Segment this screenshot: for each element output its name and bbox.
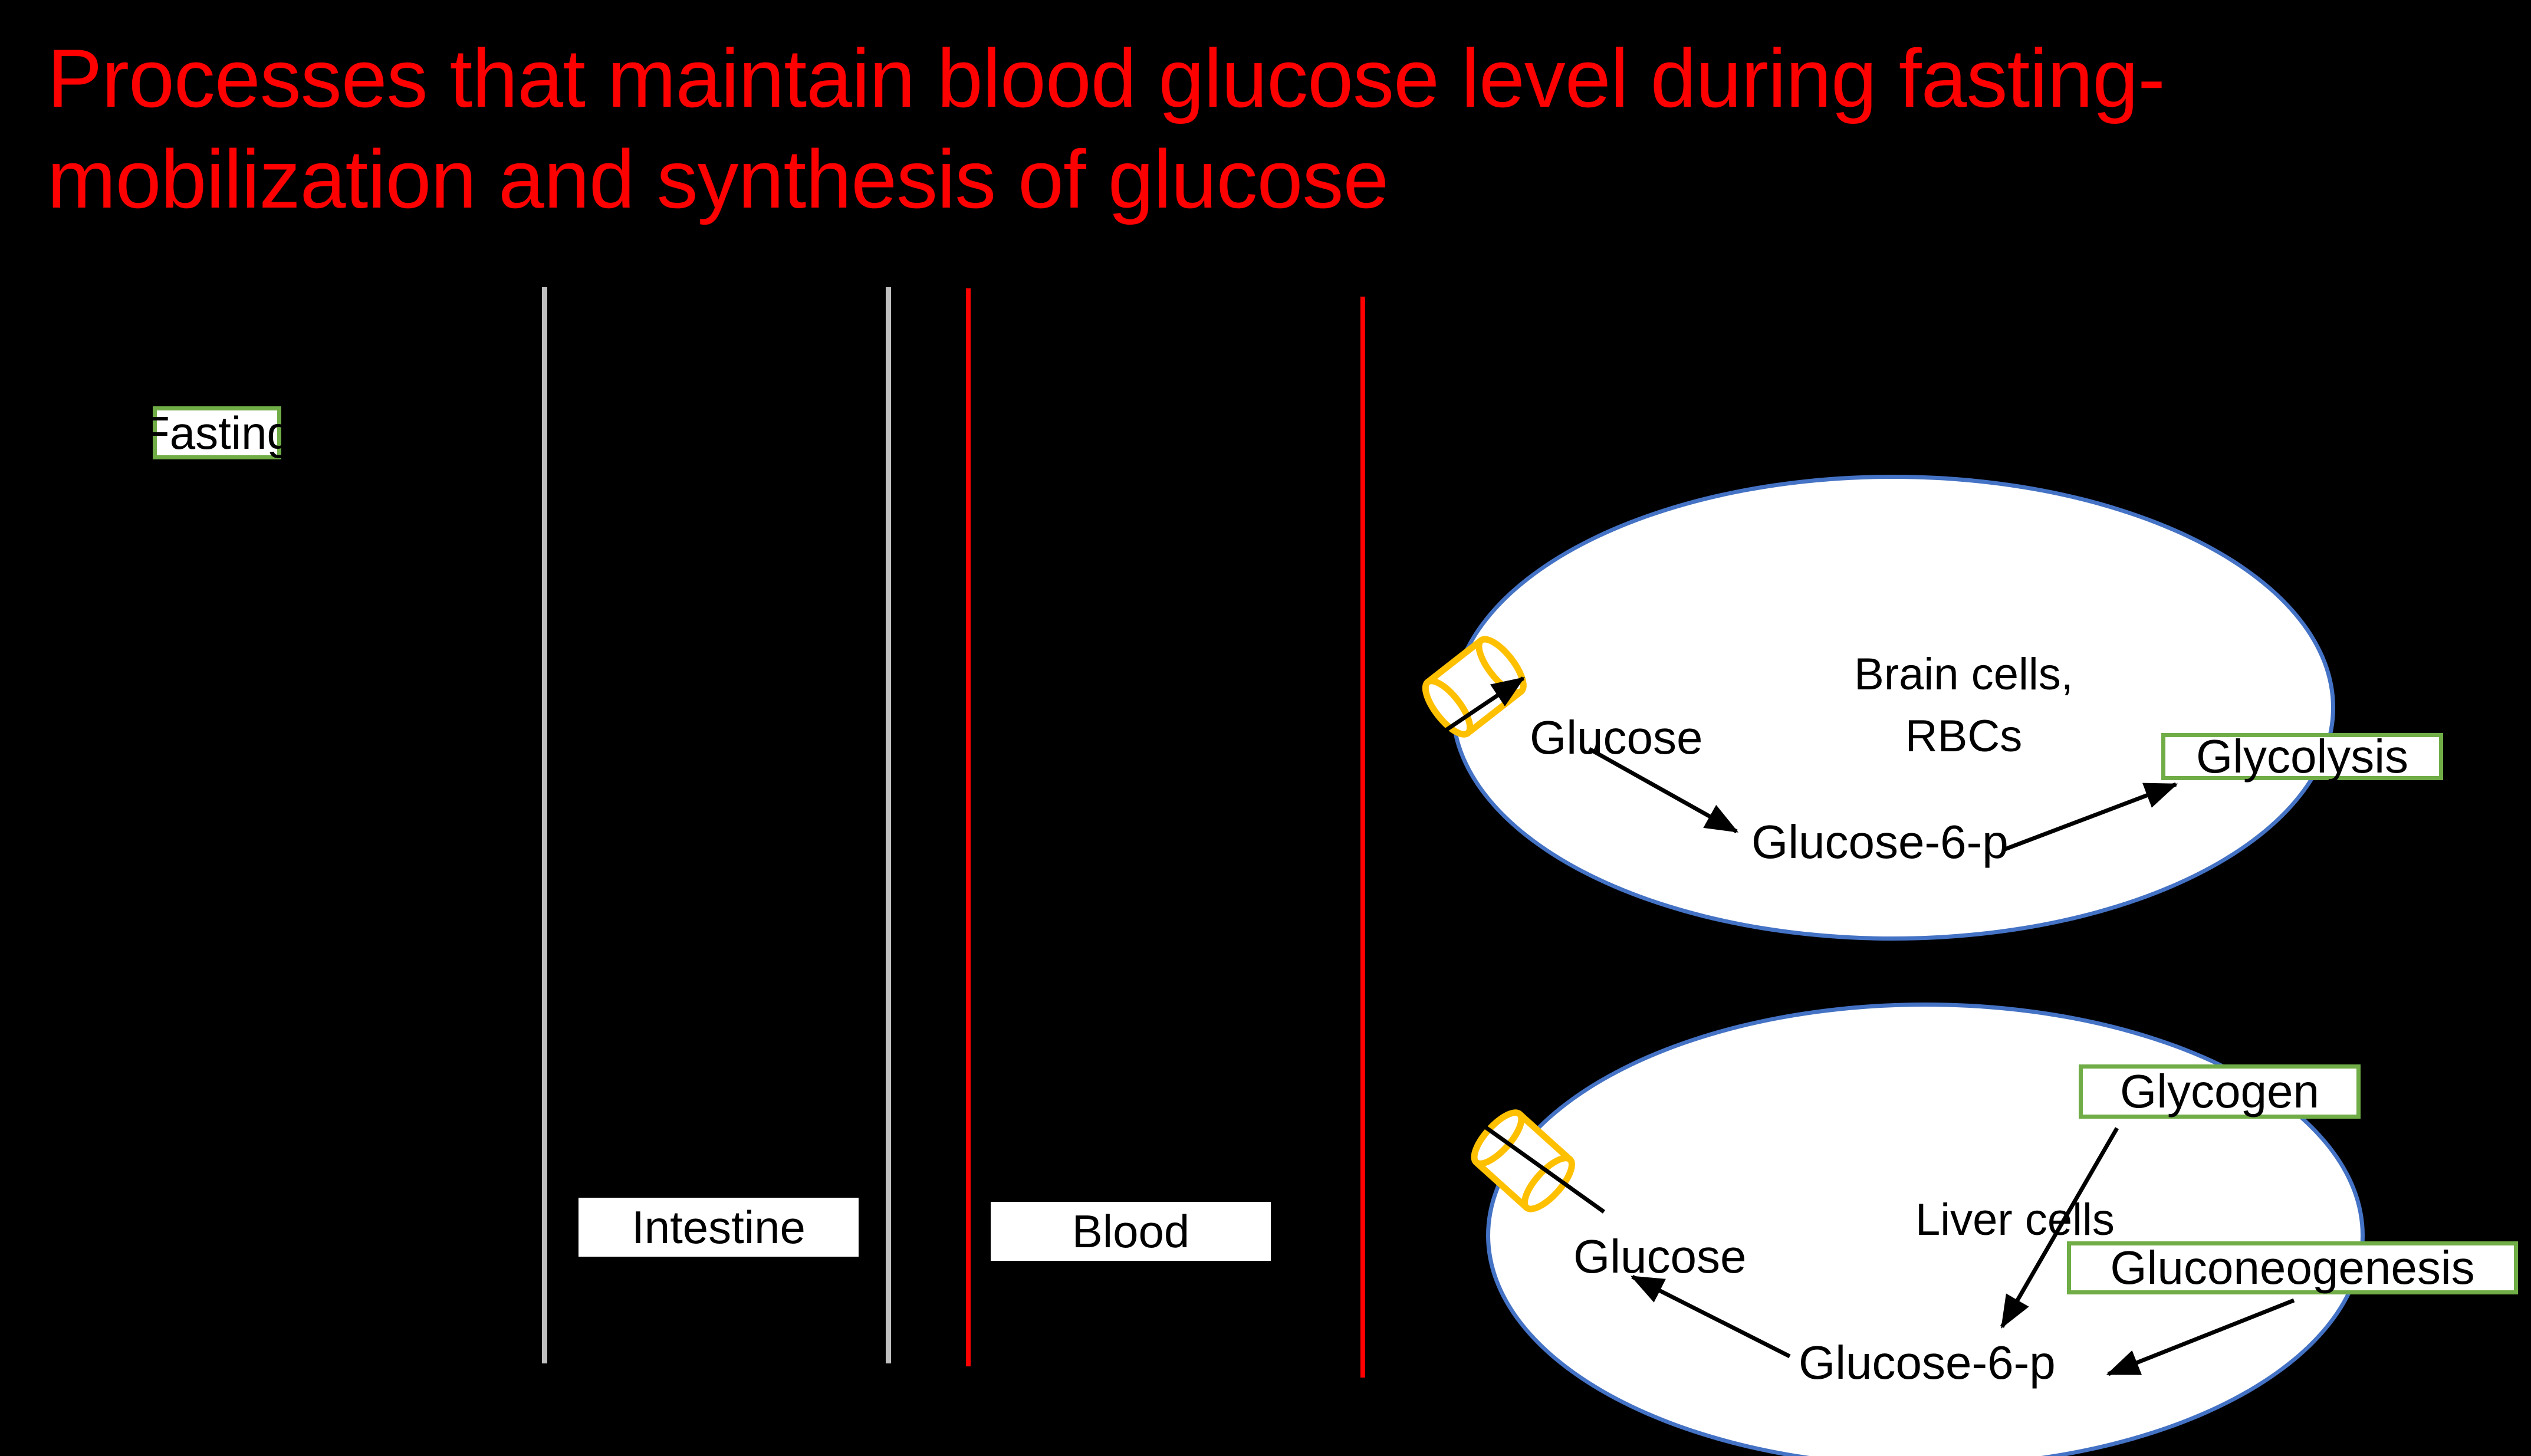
brain-glucose6p-label: Glucose-6-p bbox=[1751, 816, 2009, 868]
gluconeogenesis-process-box: Gluconeogenesis bbox=[2067, 1241, 2518, 1294]
blood-label-box: Blood bbox=[991, 1202, 1271, 1261]
blood-label-text: Blood bbox=[1071, 1205, 1190, 1257]
glycolysis-process-box: Glycolysis bbox=[2161, 730, 2443, 783]
fasting-label-box: Fasting bbox=[142, 406, 292, 459]
brain-cell-name-line2: RBCs bbox=[1905, 711, 2023, 761]
liver-glucose6p-label: Glucose-6-p bbox=[1799, 1336, 2056, 1389]
fasting-label-text: Fasting bbox=[142, 406, 292, 459]
divider-line-intestine-right bbox=[886, 287, 891, 1363]
brain-cell-name-line1: Brain cells, bbox=[1854, 649, 2073, 699]
liver-cell-name: Liver cells bbox=[1915, 1195, 2115, 1245]
glycolysis-label: Glycolysis bbox=[2195, 730, 2409, 783]
divider-line-blood-left bbox=[966, 288, 971, 1366]
divider-line-intestine-left bbox=[542, 287, 547, 1363]
intestine-label-text: Intestine bbox=[632, 1201, 806, 1253]
brain-cell-ellipse bbox=[1451, 475, 2335, 941]
glycogen-process-box: Glycogen bbox=[2079, 1064, 2361, 1119]
gluconeogenesis-label: Gluconeogenesis bbox=[2110, 1241, 2475, 1294]
liver-glucose-label: Glucose bbox=[1573, 1230, 1747, 1283]
divider-line-blood-right bbox=[1360, 297, 1365, 1378]
intestine-label-box: Intestine bbox=[578, 1198, 859, 1257]
glycogen-label: Glycogen bbox=[2120, 1065, 2319, 1118]
brain-glucose-label: Glucose bbox=[1530, 711, 1703, 764]
page-title: Processes that maintain blood glucose le… bbox=[47, 32, 2165, 225]
